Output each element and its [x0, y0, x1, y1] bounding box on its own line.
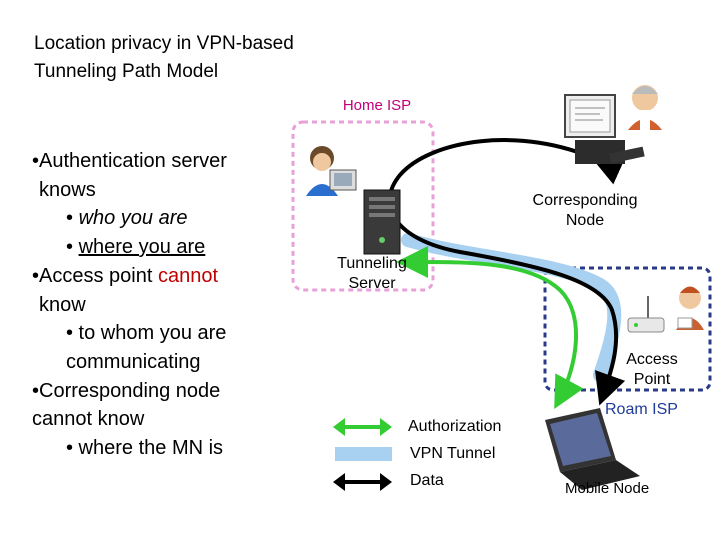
legend-authorization-label: Authorization [408, 418, 502, 435]
home-isp-boundary [291, 120, 435, 292]
access-point-person-icon [676, 286, 704, 330]
roam-isp-label: Roam ISP [605, 401, 678, 418]
bullet-2-line-1: •Access point cannot [32, 262, 302, 291]
bullet-3-line-1: •Corresponding node [32, 379, 221, 402]
bullet-1-line-2: knows [39, 178, 96, 201]
bullet-2-prefix: •Access point [32, 264, 158, 287]
legend-data-label: Data [410, 472, 444, 489]
bullet-2-sub-1: • to whom you are [66, 322, 227, 345]
mobile-node-label: Mobile Node [565, 480, 650, 497]
server-icon [363, 189, 401, 255]
title-line-2: Tunneling Path Model [34, 61, 219, 82]
legend-vpn-tunnel-bar [335, 447, 392, 461]
bullet-2-red: cannot [157, 264, 219, 287]
tunneling-server-label-line-2: Server [348, 275, 396, 292]
bullet-3-line-2: cannot know [32, 408, 145, 431]
title-line-1: Location privacy in VPN-based [34, 33, 294, 54]
corresponding-node-label: Corresponding Node [520, 191, 650, 231]
bullet-1-sub-2-prefix: • [66, 236, 79, 259]
access-point-label-line-2: Point [633, 371, 671, 388]
slide-title: Location privacy in VPN-based Tunneling … [34, 30, 454, 86]
access-point-label: Access Point [612, 350, 692, 390]
tunneling-server-label-line-1: Tunneling [337, 255, 407, 272]
bullet-1-sub-1-text: who you are [78, 207, 188, 230]
bullet-2-sub-1-cont: communicating [66, 350, 201, 373]
authorization-path [396, 246, 584, 410]
legend-data-arrow [333, 473, 392, 491]
workstation-icon [564, 94, 645, 164]
tunneling-server-label: Tunneling Server [322, 254, 422, 294]
corresponding-node-label-line-1: Corresponding [532, 192, 638, 209]
bullet-1-sub-2-text: where you are [78, 236, 206, 259]
legend-vpn-tunnel-label: VPN Tunnel [410, 445, 496, 462]
legend-authorization-arrow [333, 418, 392, 436]
bullet-1-line-1: •Authentication server [32, 150, 227, 172]
bullet-1-sub-1-prefix: • [66, 207, 79, 230]
access-point-icon [627, 296, 665, 333]
bullet-3-sub-1: • where the MN is [66, 437, 224, 460]
home-isp-label: Home ISP [342, 97, 412, 114]
corresponding-node-label-line-2: Node [565, 212, 605, 229]
laptop-icon [545, 408, 640, 490]
bullet-1-sub-2: • where you are [32, 233, 302, 262]
roam-isp-boundary [543, 266, 712, 392]
bullet-1-sub-1: • who you are [32, 204, 302, 233]
admin-person-icon [306, 146, 357, 196]
corresponding-person-icon [628, 85, 662, 130]
access-point-label-line-1: Access [626, 351, 678, 368]
bullet-list: •Authentication server knows • who you a… [32, 147, 302, 463]
bullet-2-line-2: know [39, 293, 86, 316]
